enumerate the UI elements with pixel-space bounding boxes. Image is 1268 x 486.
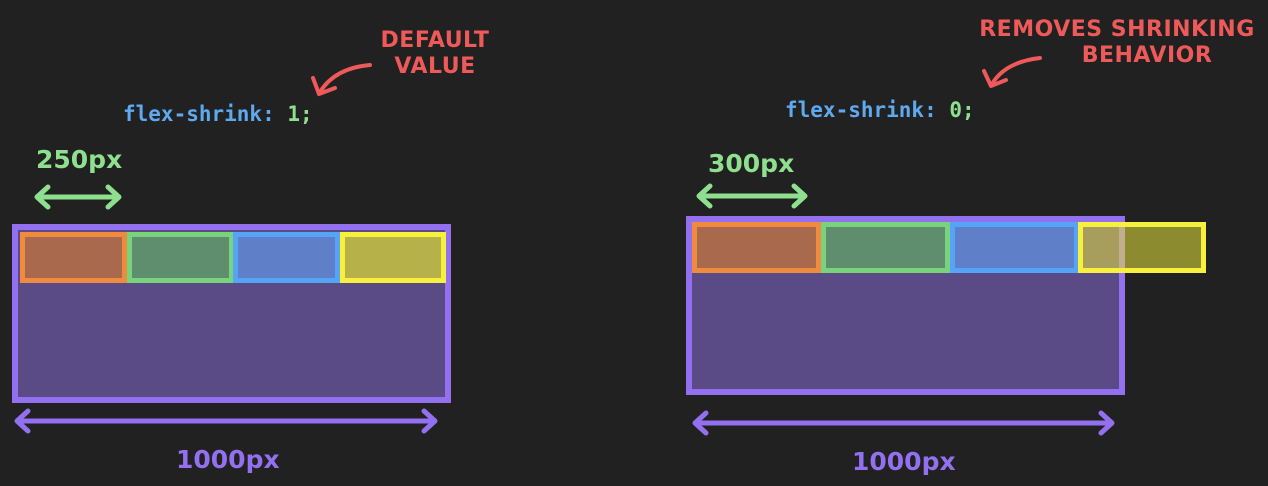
right-item-width-arrow [696,183,808,209]
right-flex-item-yellow [1078,222,1206,273]
right-container-width-label: 1000px [852,447,956,476]
left-annotation-line1: DEFAULT [380,28,490,53]
right-annotation-line2: BEHAVIOR [1081,43,1213,68]
left-flex-item-blue [233,232,340,283]
right-annotation-arrow [982,56,1042,88]
right-flex-item-green [821,222,950,273]
left-code-value: 1; [287,102,313,126]
right-annotation: REMOVES SHRINKING BEHAVIOR [972,17,1262,69]
left-annotation-arrow [311,63,372,96]
right-flex-item-orange [692,222,821,273]
right-annotation-line1: REMOVES SHRINKING [979,17,1255,42]
left-code-line: flex-shrink: 1; [123,102,313,126]
left-item-width-label: 250px [36,145,123,174]
left-flex-item-yellow [340,232,446,283]
left-flex-item-green [127,232,234,283]
left-flex-container [12,224,451,403]
left-container-width-label: 1000px [176,445,280,474]
left-container-width-arrow [14,408,438,434]
right-flex-item-blue [950,222,1079,273]
left-code-property: flex-shrink: [123,102,275,126]
right-container-width-arrow [692,410,1115,436]
left-item-width-arrow [34,184,122,210]
right-code-value: 0; [949,98,975,122]
left-flex-item-orange [20,232,127,283]
right-code-property: flex-shrink: [785,98,937,122]
right-code-line: flex-shrink: 0; [785,98,975,122]
left-annotation-line2: VALUE [394,54,476,79]
left-annotation: DEFAULT VALUE [355,28,515,80]
right-item-width-label: 300px [708,149,795,178]
